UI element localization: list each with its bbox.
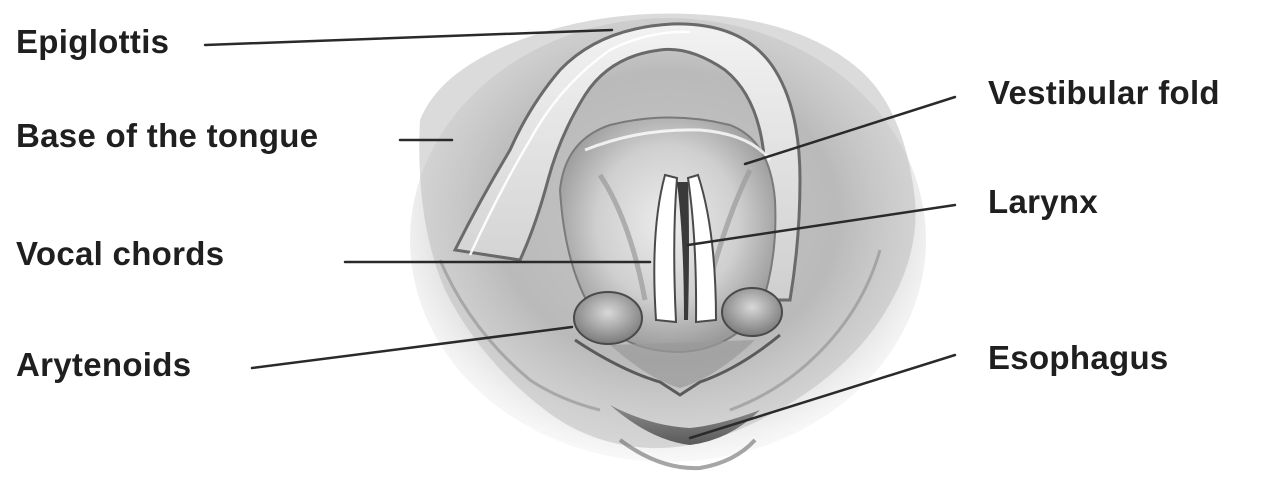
label-vestibular-fold: Vestibular fold [988, 73, 1220, 113]
label-arytenoids: Arytenoids [16, 345, 191, 385]
label-base-of-tongue: Base of the tongue [16, 116, 318, 156]
label-esophagus: Esophagus [988, 338, 1169, 378]
label-vocal-chords: Vocal chords [16, 234, 224, 274]
label-epiglottis: Epiglottis [16, 22, 169, 62]
label-larynx: Larynx [988, 182, 1098, 222]
